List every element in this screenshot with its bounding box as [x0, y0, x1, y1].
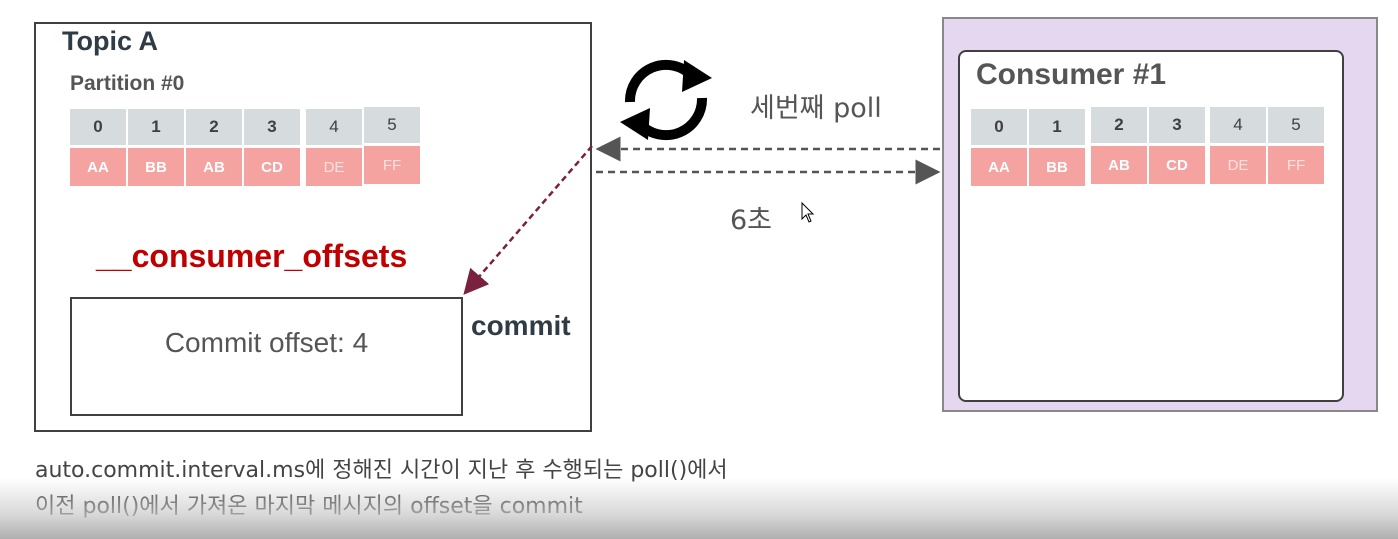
commit-label: commit [471, 310, 571, 341]
topic-index-cell: 0 [70, 109, 126, 145]
topic-value-cell: DE [306, 148, 362, 186]
consumer-value-cell: DE [1210, 146, 1266, 184]
topic-index-cell: 4 [306, 109, 362, 145]
consumer-index-cell: 0 [971, 109, 1027, 145]
consumer-index-cell: 4 [1210, 107, 1266, 143]
consumer-value-cell: AB [1091, 146, 1147, 184]
consumer-index-cell: 5 [1268, 107, 1324, 143]
topic-value-cell: BB [128, 148, 184, 186]
consumer-index-cell: 1 [1029, 109, 1085, 145]
topic-box [34, 22, 592, 432]
topic-value-cell: AA [70, 148, 126, 186]
topic-index-cell: 3 [244, 109, 300, 145]
consumer-index-cell: 3 [1149, 107, 1205, 143]
consumer-index-cell: 2 [1091, 107, 1147, 143]
topic-index-cell: 5 [364, 107, 420, 143]
topic-title: Topic A [62, 26, 158, 56]
commit-offset-box: Commit offset: 4 [70, 297, 463, 416]
consumer-title: Consumer #1 [976, 58, 1167, 91]
topic-value-cell: FF [364, 146, 420, 184]
refresh-cycle-icon [620, 59, 712, 141]
topic-index-cell: 1 [128, 109, 184, 145]
consumer-value-cell: CD [1149, 146, 1205, 184]
commit-arrow [463, 145, 593, 295]
topic-value-cell: AB [186, 148, 242, 186]
topic-value-cell: CD [244, 148, 300, 186]
topic-index-cell: 2 [186, 109, 242, 145]
poll-label: 세번째 poll [750, 93, 882, 124]
consumer-value-cell: AA [971, 148, 1027, 186]
consumer-offsets-title: __consumer_offsets [96, 238, 408, 274]
caption-line-2: 이전 poll()에서 가져온 마지막 메시지의 offset을 commit [35, 494, 583, 519]
caption-line-1: auto.commit.interval.ms에 정해진 시간이 지난 후 수행… [35, 458, 728, 483]
mouse-cursor-icon [801, 201, 815, 223]
seconds-label: 6초 [730, 205, 773, 236]
commit-offset-text: Commit offset: 4 [164, 327, 369, 358]
consumer-value-cell: BB [1029, 148, 1085, 186]
consumer-value-cell: FF [1268, 146, 1324, 184]
partition-title: Partition #0 [70, 72, 185, 95]
